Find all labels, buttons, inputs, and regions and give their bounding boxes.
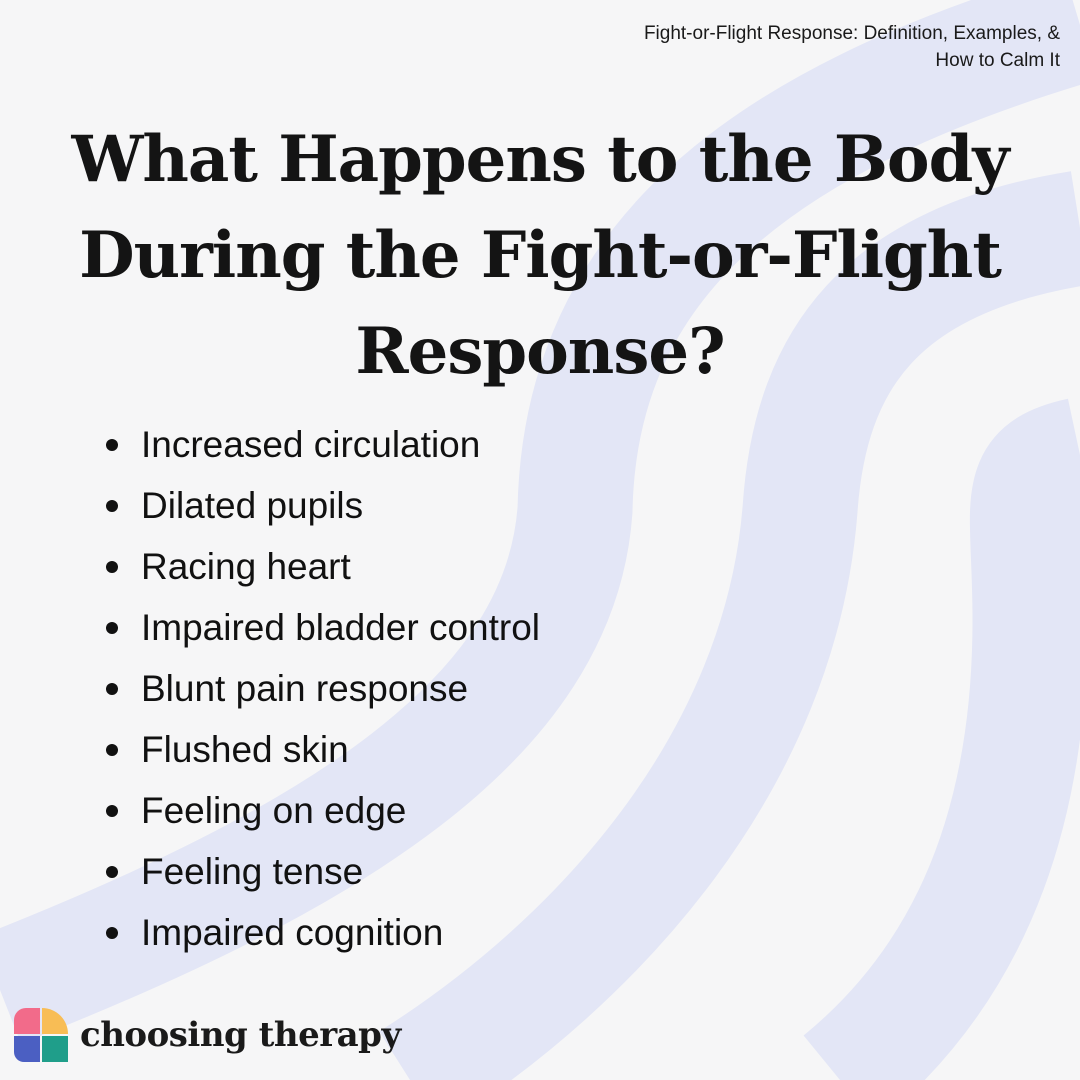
symptom-list: Increased circulation Dilated pupils Rac… bbox=[106, 414, 540, 963]
bullet-icon bbox=[106, 499, 118, 512]
source-article-title: Fight-or-Flight Response: Definition, Ex… bbox=[643, 23, 1060, 71]
bullet-icon bbox=[106, 560, 118, 573]
list-item: Impaired cognition bbox=[106, 902, 540, 963]
list-item: Increased circulation bbox=[106, 414, 540, 475]
page-title: What Happens to the Body During the Figh… bbox=[71, 122, 1009, 389]
list-item-text: Flushed skin bbox=[141, 728, 349, 770]
list-item: Racing heart bbox=[106, 536, 540, 597]
list-item-text: Increased circulation bbox=[141, 423, 481, 465]
list-item: Blunt pain response bbox=[106, 658, 540, 719]
list-item-text: Dilated pupils bbox=[141, 484, 364, 526]
list-item: Impaired bladder control bbox=[106, 597, 540, 658]
list-item-text: Feeling tense bbox=[141, 850, 364, 892]
list-item: Feeling tense bbox=[106, 841, 540, 902]
bullet-icon bbox=[106, 621, 118, 634]
choosing-therapy-logo-icon bbox=[14, 1008, 68, 1062]
list-item: Dilated pupils bbox=[106, 475, 540, 536]
bullet-icon bbox=[106, 682, 118, 695]
list-item-text: Impaired cognition bbox=[141, 911, 444, 953]
bullet-icon bbox=[106, 743, 118, 756]
bullet-icon bbox=[106, 865, 118, 878]
brand-logo: choosing therapy bbox=[14, 1008, 401, 1062]
list-item-text: Blunt pain response bbox=[141, 667, 469, 709]
brand-name: choosing therapy bbox=[80, 1015, 401, 1055]
list-item: Flushed skin bbox=[106, 719, 540, 780]
bullet-icon bbox=[106, 926, 118, 939]
bullet-icon bbox=[106, 804, 118, 817]
list-item-text: Racing heart bbox=[141, 545, 351, 587]
list-item-text: Impaired bladder control bbox=[141, 606, 540, 648]
list-item-text: Feeling on edge bbox=[141, 789, 407, 831]
bullet-icon bbox=[106, 438, 118, 451]
list-item: Feeling on edge bbox=[106, 780, 540, 841]
